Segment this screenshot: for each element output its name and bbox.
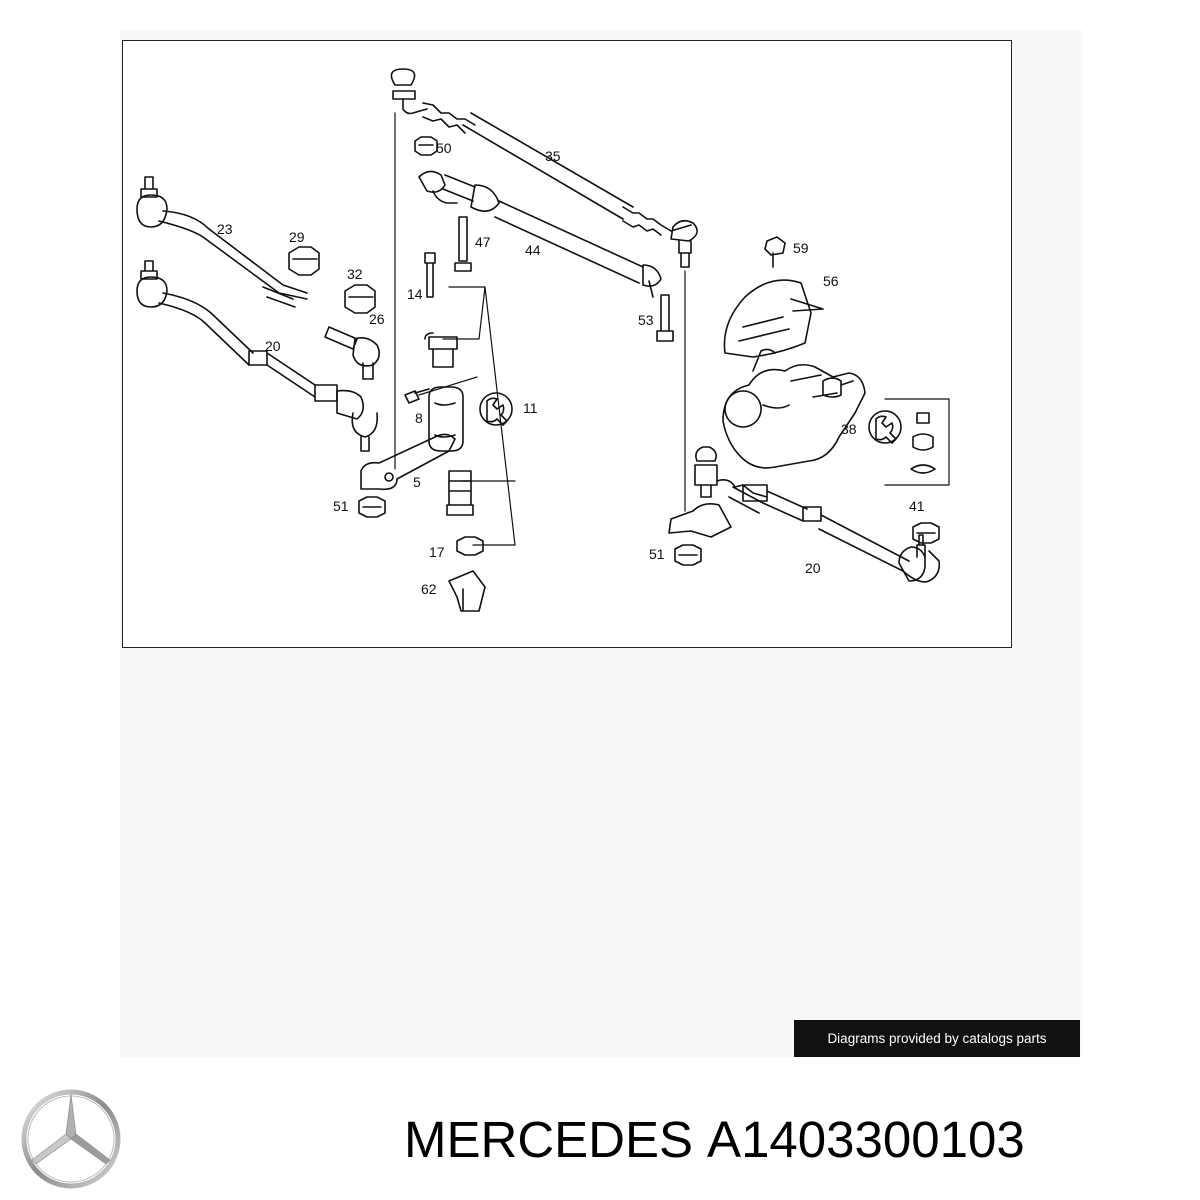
- part-35-tie-rod: [390, 68, 698, 268]
- credit-banner: Diagrams provided by catalogs parts: [794, 1020, 1080, 1057]
- callout-17: 17: [429, 544, 445, 560]
- callout-8: 8: [415, 410, 423, 426]
- part-59-bolt: [764, 236, 786, 268]
- part-50-nut: [414, 136, 438, 156]
- part-47-bolt: [454, 216, 472, 272]
- callout-11: 11: [523, 400, 538, 416]
- part-17-splined-shaft: [446, 470, 474, 516]
- part-26-ball-joint: [324, 326, 381, 380]
- part-23-tie-rod-end: [136, 176, 308, 308]
- callout-5: 5: [413, 474, 421, 490]
- parts-diagram: 35 50 23 29 47 44 59 32 56 14 26 53 20 1…: [122, 40, 1012, 648]
- part-53-bolt: [656, 294, 674, 342]
- callout-labels: 35 50 23 29 47 44 59 32 56 14 26 53 20 1…: [217, 140, 925, 597]
- part-56-shield: [723, 279, 824, 358]
- part-number: A1403300103: [707, 1111, 1025, 1168]
- part-20-tie-rod-right: [694, 446, 941, 583]
- brand-name: MERCEDES: [404, 1111, 694, 1168]
- callout-20-right: 20: [805, 560, 821, 576]
- part-20-tie-rod-left: [136, 260, 379, 452]
- callout-23: 23: [217, 221, 233, 237]
- part-51-nut-left: [358, 496, 386, 518]
- callout-59: 59: [793, 240, 809, 256]
- wrench-icon: [868, 410, 902, 444]
- part-steering-arm-right: [668, 503, 732, 538]
- part-32-nut: [344, 284, 376, 314]
- part-38-steering-gear: [722, 348, 866, 469]
- callout-44: 44: [525, 242, 541, 258]
- callout-53: 53: [638, 312, 654, 328]
- callout-50: 50: [436, 140, 452, 156]
- callout-38: 38: [841, 421, 857, 437]
- part-62-bracket: [448, 570, 486, 612]
- part-11-bushing: [424, 332, 464, 452]
- callout-26: 26: [369, 311, 385, 327]
- steering-linkage-drawing: 35 50 23 29 47 44 59 32 56 14 26 53 20 1…: [136, 68, 950, 612]
- wrench-icon: [479, 392, 513, 426]
- callout-29: 29: [289, 229, 305, 245]
- callout-51-left: 51: [333, 498, 349, 514]
- part-44-drag-link: [418, 170, 662, 298]
- callout-47: 47: [475, 234, 491, 250]
- part-5-pitman-arm: [360, 433, 456, 491]
- part-29-nut: [288, 246, 320, 276]
- part-17-nut: [456, 536, 484, 556]
- mercedes-star-icon: [21, 1089, 121, 1189]
- callout-62: 62: [421, 581, 437, 597]
- part-8-screw: [404, 388, 430, 404]
- part-14-bolt: [424, 252, 436, 298]
- callout-41: 41: [909, 498, 925, 514]
- callout-51-right: 51: [649, 546, 665, 562]
- part-38-kit-items: [910, 412, 936, 474]
- callout-14: 14: [407, 286, 423, 302]
- callout-35: 35: [545, 148, 561, 164]
- callout-32: 32: [347, 266, 363, 282]
- callout-56: 56: [823, 273, 839, 289]
- part-51-nut-right: [674, 544, 702, 566]
- part-41-nut: [912, 522, 940, 544]
- callout-20-left: 20: [265, 338, 281, 354]
- part-38-kit-box: [884, 398, 950, 486]
